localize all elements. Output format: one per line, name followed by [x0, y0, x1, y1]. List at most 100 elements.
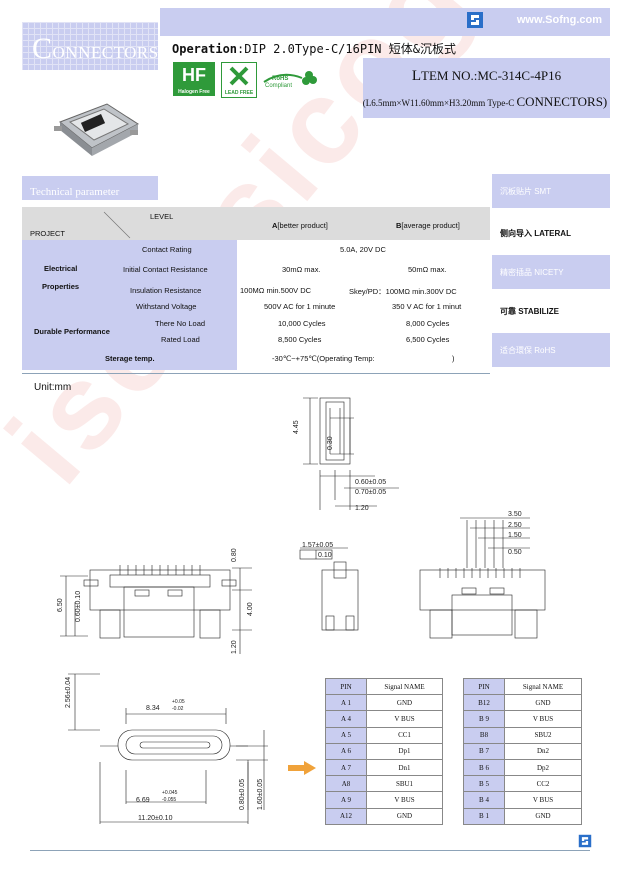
pin-cell: B 9 — [463, 710, 505, 728]
tech-header-row — [22, 207, 490, 240]
section-divider — [22, 373, 490, 374]
dim-text: 0.60±0.05 — [355, 479, 386, 486]
row-label: Withstand Voltage — [136, 302, 197, 311]
row-b-value: Skey/PD：100MΩ min.300V DC — [349, 287, 457, 296]
header-cell: Signal NAME — [366, 677, 443, 696]
row-b-value: 50mΩ max. — [408, 265, 447, 274]
signal-cell: V BUS — [366, 710, 443, 728]
row-b-value: 350 V AC for 1 minut — [392, 302, 462, 311]
pin-cell: B 4 — [463, 791, 505, 809]
group-electrical: Electrical — [44, 264, 78, 273]
site-url[interactable]: www.Sofng.com — [516, 14, 602, 26]
pin-table-header: PIN Signal NAME PIN Signal NAME — [325, 677, 582, 696]
brand-box — [22, 22, 158, 70]
pin-cell: A 1 — [325, 694, 367, 712]
dim-text: 4.45 — [293, 420, 300, 434]
dim-text: 4.00 — [247, 602, 254, 616]
dim-text: 0.70±0.05 — [355, 489, 386, 496]
header-cell: PIN — [463, 677, 505, 696]
footer-divider — [30, 850, 590, 851]
row-label: Initial Contact Resistance — [123, 265, 208, 274]
row-a-value: 8,500 Cycles — [278, 335, 322, 344]
dim-text: -0.02 — [172, 706, 184, 712]
row-a-value: 500V AC for 1 minute — [264, 302, 336, 311]
tech-title-box — [22, 176, 158, 200]
signal-cell: SBU1 — [366, 775, 443, 793]
dim-text: 1.20 — [231, 640, 238, 654]
rohs-badge: RoHS Compliant — [263, 71, 317, 89]
dim-text: 3.50 — [508, 511, 522, 518]
dim-text: 0.10 — [318, 552, 332, 559]
pin-cell: B 6 — [463, 758, 505, 777]
bottom-profile-view — [100, 729, 248, 761]
dim-text: -0.055 — [162, 797, 176, 803]
dim-text: 1.57±0.05 — [302, 542, 333, 549]
item-box — [363, 58, 610, 118]
row-a-value: 100MΩ min.500V DC — [240, 286, 312, 295]
row-label: Contact Rating — [142, 245, 192, 254]
level-label: LEVEL — [150, 212, 174, 221]
pin-cell: A 9 — [325, 791, 367, 809]
lead-free-badge: LEAD FREE — [221, 62, 257, 98]
spacer-cell — [442, 775, 464, 792]
pin-cell: B 5 — [463, 775, 505, 793]
dim-text: 0.30 — [327, 436, 334, 450]
dim-text: 8.34 — [146, 705, 160, 712]
connector-photo — [54, 103, 139, 156]
dim-text: 6.69 — [136, 797, 150, 804]
dim-text: +0.05 — [172, 699, 185, 705]
spacer-cell — [442, 694, 464, 711]
header-cell: Signal NAME — [504, 677, 582, 696]
operation-line: Operation:DIP 2.0Type-C/16PIN 短体&沉板式 — [172, 42, 456, 56]
signal-cell: CC2 — [504, 775, 582, 793]
top-banner — [160, 8, 610, 36]
row-label: There No Load — [155, 319, 206, 328]
tech-value-area — [237, 240, 490, 370]
row-label: Rated Load — [161, 335, 200, 344]
dim-text: 11.20±0.10 — [138, 815, 173, 822]
spacer-cell — [442, 678, 464, 695]
dim-text: 0.50 — [508, 549, 522, 556]
signal-cell: GND — [504, 807, 582, 825]
pin-cell: B 7 — [463, 742, 505, 760]
dim-text: 1.50 — [508, 532, 522, 539]
signal-cell: SBU2 — [504, 726, 582, 744]
signal-cell: Dp1 — [366, 742, 443, 760]
arrow-right-icon — [288, 761, 316, 775]
cross-icon — [229, 66, 249, 86]
side-profile-view — [303, 397, 399, 510]
tech-label-column — [22, 240, 237, 370]
signal-cell: GND — [504, 694, 582, 712]
spacer-cell — [442, 743, 464, 760]
dim-text: 1.60±0.05 — [257, 779, 264, 810]
signal-cell: GND — [366, 694, 443, 712]
side-tab-lateral: 侧向导入 LATERAL — [492, 216, 610, 250]
row-b-value: ) — [452, 354, 455, 363]
side-tab-rohs: 适合環保 RoHS — [492, 333, 610, 367]
spacer-cell — [442, 710, 464, 728]
signal-cell: Dn1 — [366, 758, 443, 777]
dim-text: 1.20 — [355, 505, 369, 512]
spacer-cell — [442, 727, 464, 744]
pin-cell: B12 — [463, 694, 505, 712]
side-tab-stabilize: 可靠 STABILIZE — [492, 294, 610, 328]
dim-text: +0.045 — [162, 790, 178, 796]
dim-text: 2.50 — [508, 522, 522, 529]
row-a-value: 5.0A, 20V DC — [340, 245, 386, 254]
dim-text: 0.80±0.05 — [239, 779, 246, 810]
front-view — [83, 565, 237, 639]
pin-cell: A 4 — [325, 710, 367, 728]
col-b-header: B[average product] — [396, 221, 460, 230]
dimension-summary: (L6.5mm×W11.60mm×H3.20mm Type-C CONNECTO… — [362, 94, 608, 109]
dim-text: 2.56±0.04 — [65, 677, 72, 708]
pin-cell: A12 — [325, 807, 367, 825]
spacer-cell — [442, 759, 464, 776]
row-a-value: -30℃~+75℃(Operating Temp: — [272, 354, 375, 363]
